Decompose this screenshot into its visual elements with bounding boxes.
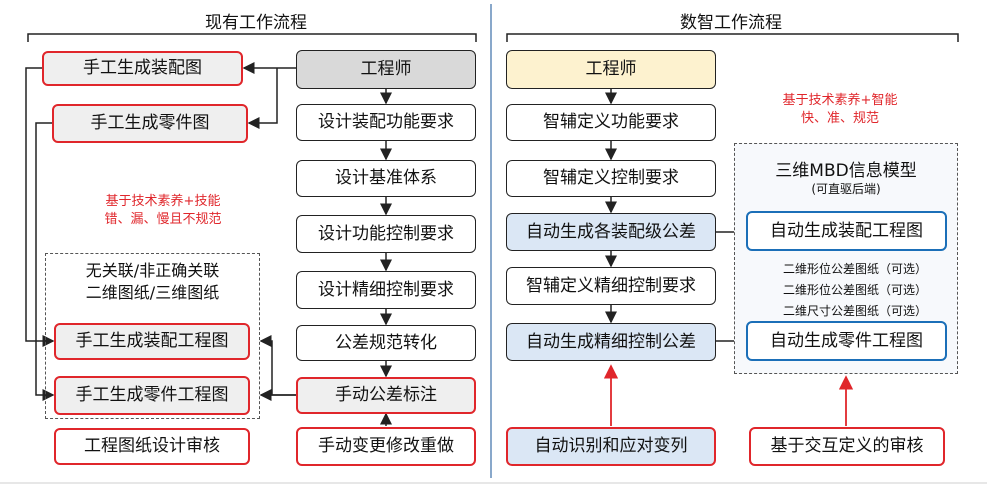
left-group-caption: 无关联/非正确关联 二维图纸/三维图纸 — [45, 260, 260, 304]
right-engineer-box: 工程师 — [506, 50, 716, 89]
optional-drawing-3: 二维尺寸公差图纸（可选） — [782, 304, 927, 318]
manual-part-drawing-box: 手工生成零件图 — [52, 104, 248, 143]
left-note-line-2: 错、漏、慢且不规范 — [104, 212, 222, 227]
manual-asm-eng-drawing-box: 手工生成装配工程图 — [54, 323, 250, 360]
left-step-2: 设计基准体系 — [296, 160, 476, 197]
left-step-3: 设计功能控制要求 — [296, 215, 476, 253]
right-note: 基于技术素养+智能 快、准、规范 — [760, 92, 920, 128]
right-note-line-2: 快、准、规范 — [800, 111, 879, 126]
right-step-5: 自动生成精细控制公差 — [506, 323, 716, 361]
auto-part-eng-drawing-box: 自动生成零件工程图 — [746, 321, 947, 361]
mbd-subtitle: (可直驱后端) — [811, 182, 881, 196]
left-group-line-1: 无关联/非正确关联 — [85, 261, 220, 280]
optional-drawing-2: 二维形位公差图纸（可选） — [782, 283, 927, 297]
left-engineer-box: 工程师 — [296, 50, 476, 89]
right-step-1: 智辅定义功能要求 — [506, 104, 716, 141]
interactive-review-box: 基于交互定义的审核 — [749, 427, 945, 466]
drawing-review-box: 工程图纸设计审核 — [54, 428, 250, 465]
left-step-5: 公差规范转化 — [296, 325, 476, 361]
mbd-title: 三维MBD信息模型 — [775, 161, 917, 181]
auto-asm-eng-drawing-box: 自动生成装配工程图 — [746, 211, 947, 251]
manual-part-eng-drawing-box: 手工生成零件工程图 — [54, 376, 250, 415]
manual-annotation-box: 手动公差标注 — [296, 377, 476, 414]
left-note: 基于技术素养+技能 错、漏、慢且不规范 — [68, 193, 258, 229]
left-step-4: 设计精细控制要求 — [296, 271, 476, 309]
left-note-line-1: 基于技术素养+技能 — [105, 194, 221, 209]
left-drawing-group — [45, 253, 260, 419]
right-step-2: 智辅定义控制要求 — [506, 160, 716, 197]
optional-drawing-1: 二维形位公差图纸（可选） — [782, 262, 927, 276]
right-note-line-1: 基于技术素养+智能 — [782, 93, 898, 108]
manual-change-box: 手动变更修改重做 — [296, 427, 476, 466]
left-step-1: 设计装配功能要求 — [296, 104, 476, 141]
right-step-3: 自动生成各装配级公差 — [506, 213, 716, 251]
right-step-4: 智辅定义精细控制要求 — [506, 267, 716, 305]
left-title: 现有工作流程 — [205, 13, 307, 33]
auto-recognize-box: 自动识别和应对变列 — [506, 427, 716, 466]
left-group-line-2: 二维图纸/三维图纸 — [85, 283, 220, 302]
manual-asm-drawing-box: 手工生成装配图 — [42, 51, 243, 86]
right-title: 数智工作流程 — [680, 13, 782, 33]
